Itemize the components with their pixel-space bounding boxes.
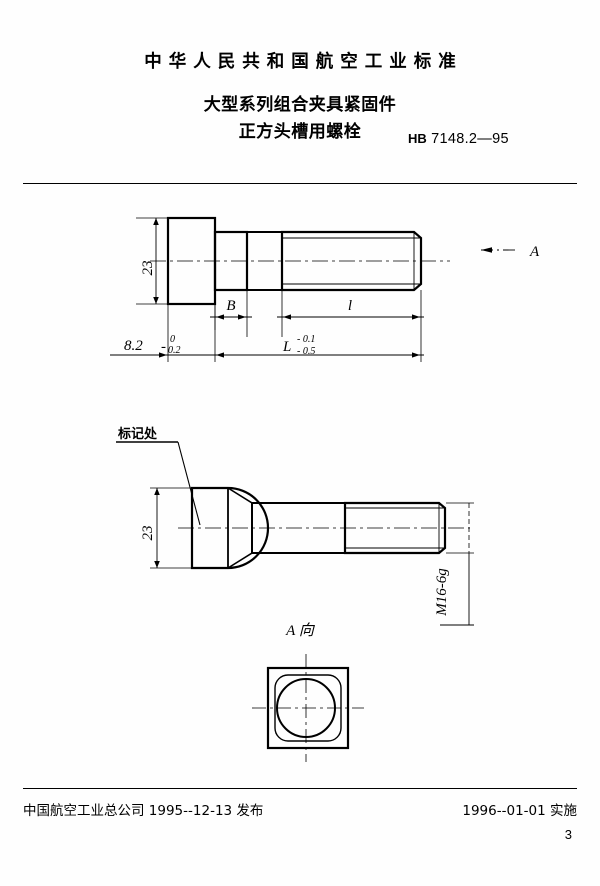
header-divider-rule: [23, 183, 577, 184]
standard-prefix: HB: [408, 131, 427, 146]
dim-head-thickness-tol-upper: 0: [170, 334, 175, 345]
page-number: 3: [564, 827, 572, 842]
marking-note-label: 标记处: [117, 426, 158, 442]
dim-head-thickness-tol-lower: 0.2: [168, 345, 181, 356]
dim-total-length-value: L: [282, 339, 291, 355]
footer-divider-rule: [23, 788, 577, 789]
document-title-block: 大型系列组合夹具紧固件 正方头槽用螺栓: [0, 92, 600, 146]
thread-spec-label: M16-6g: [434, 568, 450, 617]
footer-issuer: 中国航空工业总公司 1995--12-13 发布: [23, 803, 264, 819]
dim-total-length-tol-upper: - 0.1: [297, 334, 315, 345]
dim-head-width-label: 23: [140, 526, 156, 541]
dim-total-length-tol-lower: - 0.5: [297, 346, 315, 357]
figure-rotated-view: 标记处 23 M16-6g A 向: [116, 426, 474, 639]
standard-designation: HB 7148.2—95: [408, 131, 509, 147]
end-view-caption: A 向: [285, 622, 316, 639]
dim-head-thickness-minus-sign: -: [161, 339, 166, 355]
figure-main-side-view: 23 A B l 8.2 - 0 0.2 L - 0.1 - 0.5: [110, 216, 540, 362]
dim-shoulder-length-label: B: [226, 298, 235, 314]
standard-number: 7148.2—95: [431, 131, 509, 147]
dim-head-thickness-value: 8.2: [124, 338, 143, 354]
figure-end-view-square-head: [252, 654, 364, 762]
document-title-line-1: 大型系列组合夹具紧固件: [203, 95, 397, 115]
view-arrow-label-a: A: [529, 244, 540, 260]
document-title-line-2: 正方头槽用螺栓: [238, 122, 362, 142]
dim-thread-length-label: l: [348, 298, 352, 314]
footer-effective-date: 1996--01-01 实施: [462, 803, 577, 819]
dim-head-height-label: 23: [140, 261, 156, 276]
issuing-authority-heading: 中华人民共和国航空工业标准: [144, 52, 463, 72]
